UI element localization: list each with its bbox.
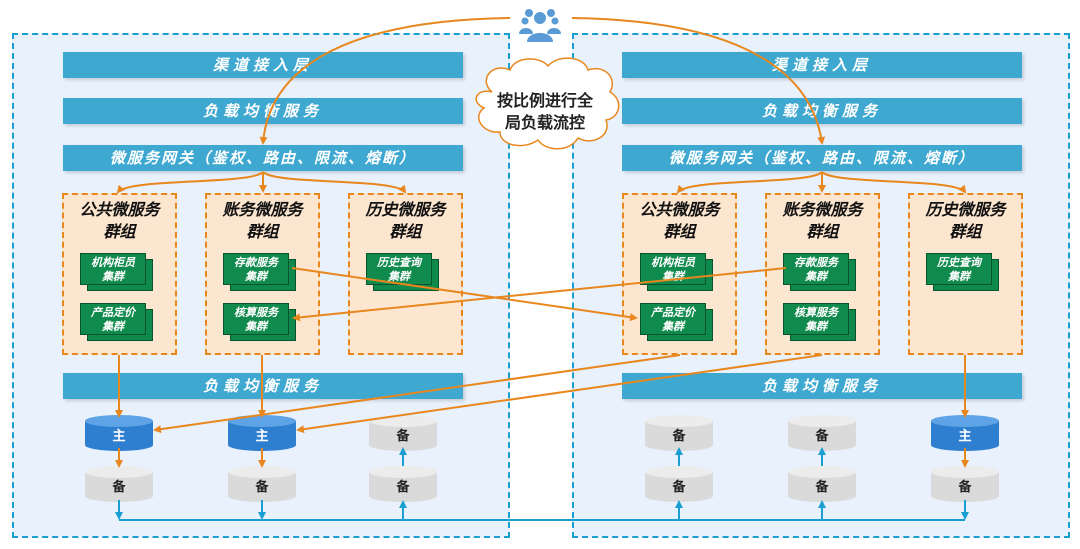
database-label: 备 bbox=[255, 480, 269, 495]
database-label: 备 bbox=[672, 429, 686, 444]
cluster-pricing: 产品定价集群 bbox=[80, 303, 153, 341]
database-label: 备 bbox=[958, 480, 972, 495]
backup-database-icon: 备 bbox=[788, 415, 856, 451]
group-title-line: 公共微服务 bbox=[639, 200, 720, 219]
cloud-note-line: 按比例进行全 bbox=[496, 91, 593, 110]
right-load-balancer-bottom: 负载均衡服务 bbox=[622, 373, 1022, 399]
right-channel-layer: 渠道接入层 bbox=[622, 52, 1022, 78]
group-title-line: 账务微服务 bbox=[782, 200, 863, 219]
primary-database-icon: 主 bbox=[85, 415, 153, 451]
group-title-line: 群组 bbox=[246, 222, 279, 241]
left-history-service-group: 历史微服务群组 历史查询集群 bbox=[348, 193, 463, 355]
backup-database-icon: 备 bbox=[85, 466, 153, 502]
database-label: 主 bbox=[958, 429, 972, 444]
left-load-balancer-top: 负载均衡服务 bbox=[63, 98, 463, 124]
cluster-teller: 机构柜员集群 bbox=[80, 253, 153, 291]
right-history-service-group: 历史微服务群组 历史查询集群 bbox=[908, 193, 1023, 355]
backup-database-icon: 备 bbox=[369, 415, 437, 451]
right-accounting-service-group: 账务微服务群组 存款服务集群 核算服务集群 bbox=[765, 193, 880, 355]
cluster-history-query: 历史查询集群 bbox=[926, 253, 999, 291]
cluster-pricing: 产品定价集群 bbox=[640, 303, 713, 341]
cloud-note: 按比例进行全 局负载流控 bbox=[480, 90, 610, 134]
primary-database-icon: 主 bbox=[931, 415, 999, 451]
group-title-line: 账务微服务 bbox=[222, 200, 303, 219]
cluster-accounting: 核算服务集群 bbox=[783, 303, 856, 341]
right-public-service-group: 公共微服务群组 机构柜员集群 产品定价集群 bbox=[622, 193, 737, 355]
group-title-line: 群组 bbox=[103, 222, 136, 241]
database-label: 备 bbox=[112, 480, 126, 495]
left-load-balancer-bottom: 负载均衡服务 bbox=[63, 373, 463, 399]
database-label: 备 bbox=[396, 429, 410, 444]
group-title-line: 历史微服务 bbox=[365, 200, 446, 219]
cloud-note-line: 局负载流控 bbox=[504, 113, 585, 132]
backup-database-icon: 备 bbox=[788, 466, 856, 502]
cluster-deposit: 存款服务集群 bbox=[223, 253, 296, 291]
left-gateway: 微服务网关（鉴权、路由、限流、熔断） bbox=[63, 145, 463, 171]
database-label: 主 bbox=[112, 429, 126, 444]
backup-database-icon: 备 bbox=[369, 466, 437, 502]
backup-database-icon: 备 bbox=[645, 415, 713, 451]
database-label: 备 bbox=[815, 429, 829, 444]
right-load-balancer-top: 负载均衡服务 bbox=[622, 98, 1022, 124]
cluster-deposit: 存款服务集群 bbox=[783, 253, 856, 291]
right-gateway: 微服务网关（鉴权、路由、限流、熔断） bbox=[622, 145, 1022, 171]
left-channel-layer: 渠道接入层 bbox=[63, 52, 463, 78]
group-title-line: 公共微服务 bbox=[79, 200, 160, 219]
left-public-service-group: 公共微服务群组 机构柜员集群 产品定价集群 bbox=[62, 193, 177, 355]
cluster-accounting: 核算服务集群 bbox=[223, 303, 296, 341]
database-label: 主 bbox=[255, 429, 269, 444]
group-title-line: 群组 bbox=[806, 222, 839, 241]
group-title-line: 历史微服务 bbox=[925, 200, 1006, 219]
group-title-line: 群组 bbox=[949, 222, 982, 241]
backup-database-icon: 备 bbox=[931, 466, 999, 502]
backup-database-icon: 备 bbox=[228, 466, 296, 502]
database-label: 备 bbox=[815, 480, 829, 495]
primary-database-icon: 主 bbox=[228, 415, 296, 451]
users-icon bbox=[519, 9, 561, 42]
database-label: 备 bbox=[672, 480, 686, 495]
left-accounting-service-group: 账务微服务群组 存款服务集群 核算服务集群 bbox=[205, 193, 320, 355]
cluster-teller: 机构柜员集群 bbox=[640, 253, 713, 291]
group-title-line: 群组 bbox=[389, 222, 422, 241]
database-label: 备 bbox=[396, 480, 410, 495]
backup-database-icon: 备 bbox=[645, 466, 713, 502]
group-title-line: 群组 bbox=[663, 222, 696, 241]
cluster-history-query: 历史查询集群 bbox=[366, 253, 439, 291]
